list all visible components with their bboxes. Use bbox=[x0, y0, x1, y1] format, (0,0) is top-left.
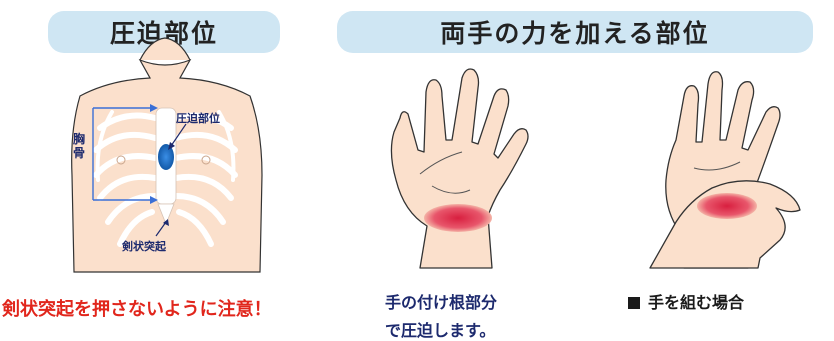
xiphoid-arrowhead bbox=[163, 219, 169, 226]
caption-single-hand-line2: で圧迫します。 bbox=[385, 321, 496, 340]
sternum-arrow-top bbox=[150, 104, 158, 112]
warning-text: 剣状突起を押さないように注意！ bbox=[2, 299, 272, 320]
heading-compression-site: 圧迫部位 bbox=[48, 11, 280, 53]
caption-single-hand-line1: 手の付け根部分 bbox=[385, 293, 498, 312]
heading-compression-site-text: 圧迫部位 bbox=[109, 19, 218, 48]
heading-hand-pressure-site: 両手の力を加える部位 bbox=[337, 11, 813, 53]
sternum-arrow-bottom bbox=[150, 196, 158, 204]
heading-hand-pressure-site-text: 両手の力を加える部位 bbox=[440, 19, 710, 48]
xiphoid-bone bbox=[157, 203, 175, 226]
ribcage bbox=[93, 110, 238, 247]
label-xiphoid: 剣状突起 bbox=[122, 240, 166, 253]
single-hand-pressure-area bbox=[424, 204, 492, 232]
compression-spot bbox=[158, 144, 174, 170]
clasped-back-hand bbox=[665, 71, 781, 269]
caption-clasped-hands-text: 手を組む場合 bbox=[648, 293, 745, 312]
nipple-right bbox=[201, 155, 211, 165]
clasped-front-hand bbox=[649, 180, 801, 269]
label-compression-site: 圧迫部位 bbox=[176, 112, 220, 125]
label-sternum: 胸骨 bbox=[73, 132, 86, 160]
sternum-bone bbox=[155, 107, 177, 205]
black-square-icon bbox=[628, 297, 640, 309]
caption-clasped-hands: 手を組む場合 bbox=[628, 289, 744, 313]
torso bbox=[71, 58, 263, 273]
nipple-left bbox=[116, 155, 126, 165]
compression-site-arrowhead bbox=[168, 142, 175, 150]
sternum-bracket bbox=[92, 107, 156, 201]
single-hand bbox=[390, 68, 529, 269]
clasped-hands-pressure-area bbox=[697, 193, 757, 219]
